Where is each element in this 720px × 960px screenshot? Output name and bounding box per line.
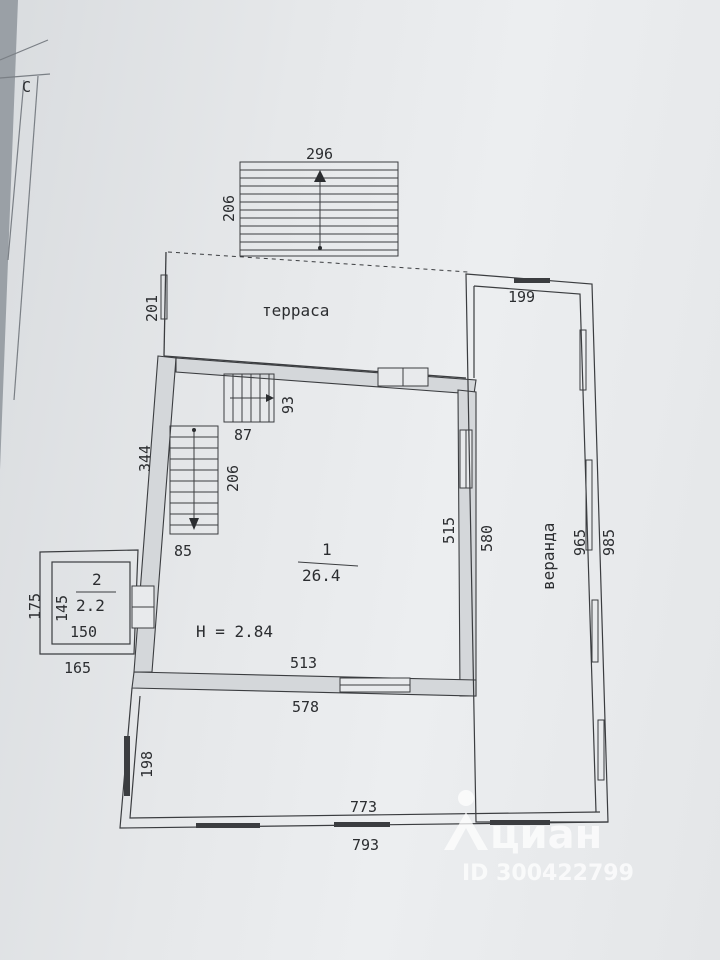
watermark-id: ID 300422799 [462,861,634,886]
room1-fraction-line [297,561,359,567]
dim-bottom-inner-width: 773 [350,798,377,816]
corner-mark: С [22,78,31,96]
dim-left-wall: 344 [136,445,154,472]
room1-number: 1 [322,540,332,559]
veranda-window-1 [579,329,587,391]
inner-stairs-lower-dot [192,428,196,432]
terrace-window [160,274,168,320]
main-walls [131,355,477,697]
terrace-dashed-edge [167,251,469,273]
dim-room1-outer-height: 580 [478,525,496,552]
dim-room2-outer-width: 165 [64,659,91,677]
dim-room1-height: 515 [440,517,458,544]
cian-logo-icon [444,790,488,850]
bottom-room-left-window [124,736,130,796]
stairs-start-dot [318,246,322,250]
stairs-direction-arrow-icon [314,170,326,182]
dim-veranda-top: 199 [508,288,535,306]
dim-terrace-depth: 201 [143,295,161,322]
inner-stairs-upper-arrow-icon [266,394,274,402]
dim-stairs-length: 206 [220,195,238,222]
bottom-room-window-1 [196,823,260,828]
dim-stairs-width: 296 [306,145,333,163]
dim-room2-outer-height: 175 [26,593,44,620]
dim-room2-inner-height: 145 [53,595,71,622]
room2-outline [39,549,139,655]
room1-height: H = 2.84 [196,622,273,641]
bottom-room-outline [119,687,609,829]
room2-area: 2.2 [76,596,105,615]
veranda-window-3 [591,599,599,663]
veranda-window-2 [585,459,593,551]
dim-veranda-outer: 985 [600,529,618,556]
dim-room1-width: 513 [290,654,317,672]
bottom-room-window-2 [334,822,390,827]
dim-inner-stair-upper-length: 93 [279,396,297,414]
veranda-label: веранда [539,523,558,590]
room2-number: 2 [92,570,102,589]
dim-inner-stair-lower-width: 85 [174,542,192,560]
dim-room2-inner-width: 150 [70,623,97,641]
dim-inner-stair-upper-width: 87 [234,426,252,444]
bottom-room-window-3 [490,820,550,825]
dim-inner-stair-lower-length: 206 [224,465,242,492]
dim-veranda-inner: 965 [571,529,589,556]
room1-area: 26.4 [302,566,341,585]
dim-bottom-outer-width: 793 [352,836,379,854]
external-stairs [239,161,399,257]
veranda-window-4 [597,719,605,781]
dim-room1-outer-width: 578 [292,698,319,716]
inner-stairs-upper [223,373,275,423]
title-block-fragment [0,39,51,401]
inner-stairs-lower-arrow-icon [189,518,199,530]
terrace-label: терраса [262,301,329,320]
inner-stairs-lower [169,425,219,535]
cian-watermark: циан ID 300422799 [444,790,634,886]
veranda-top-window [514,278,550,283]
dim-bottom-room-height: 198 [138,751,156,778]
sheet-edge-shadow [0,0,18,470]
watermark-brand: циан [490,812,602,858]
